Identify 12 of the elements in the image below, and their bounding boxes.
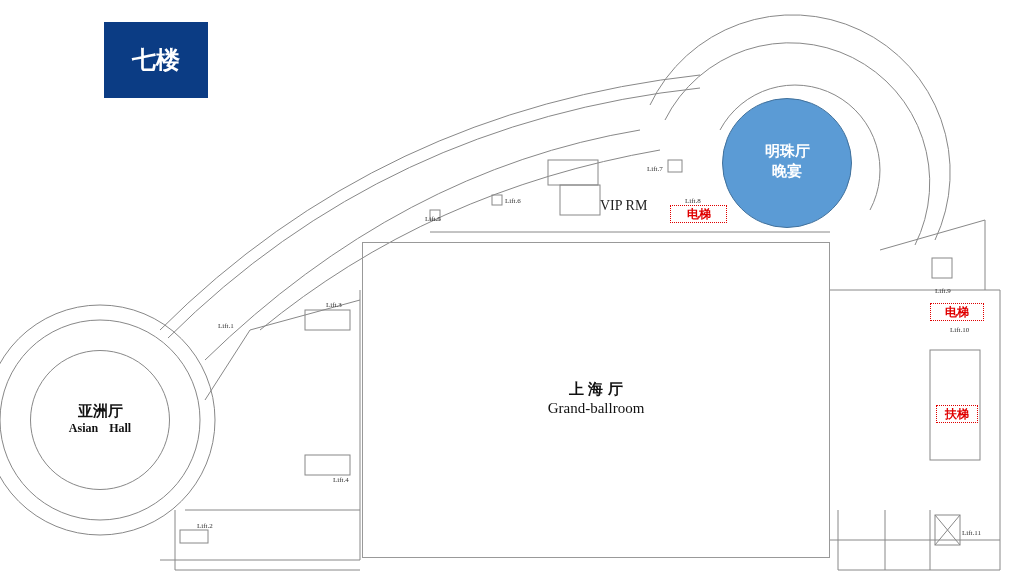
escalator-marker: 扶梯 [936, 405, 978, 423]
elevator-marker: 电梯 [930, 303, 984, 321]
room-label: VIP RM [600, 199, 648, 213]
room-name: 上 海 厅 [568, 379, 624, 399]
room-subtitle: Asian Hall [67, 420, 133, 437]
room-name: 亚洲厅 [76, 401, 124, 421]
room-name: 明珠厅 [763, 141, 811, 161]
elevator-marker: 电梯 [670, 205, 727, 223]
room-subtitle: Grand-ballroom [546, 398, 646, 418]
ballroom-area [362, 242, 830, 558]
room-subtitle: 晚宴 [771, 160, 803, 180]
floor-heading: 七楼 [104, 22, 208, 98]
